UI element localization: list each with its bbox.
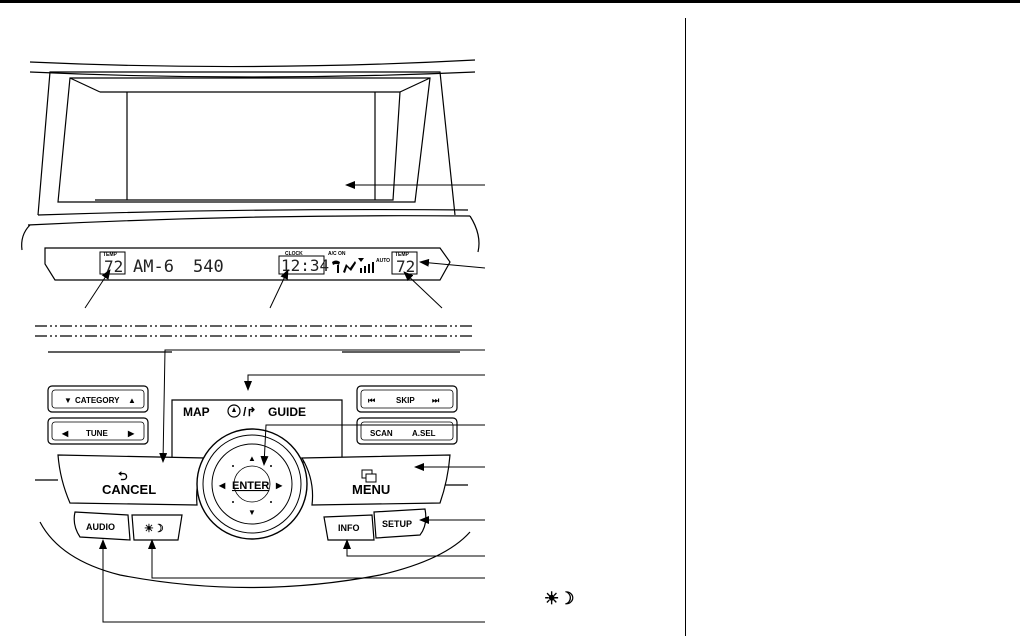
temp-left-label: TEMP	[103, 252, 118, 258]
skip-button[interactable]: ⏮ SKIP ⏭	[356, 385, 458, 413]
skip-back-icon: ⏮	[368, 396, 375, 405]
up-arrow-icon: ▲	[128, 396, 136, 405]
skip-label: SKIP	[396, 396, 415, 405]
dial-direction-dots	[232, 465, 272, 503]
category-label: CATEGORY	[75, 396, 120, 405]
dial-down-icon[interactable]: ▼	[248, 508, 256, 517]
setup-label: SETUP	[382, 519, 412, 529]
brightness-button[interactable]: ☀☽	[131, 514, 183, 541]
brightness-icon: ☀☽	[144, 523, 164, 535]
temp-right-value: 72	[396, 257, 415, 276]
auto-status: AUTO	[376, 258, 390, 264]
destination-icon	[227, 404, 241, 418]
temp-right-label: TEMP	[395, 252, 410, 258]
info-label: INFO	[338, 523, 360, 533]
audio-frequency: 540	[193, 257, 224, 277]
enter-label: ENTER	[232, 480, 269, 492]
page-divider	[685, 18, 686, 636]
map-label: MAP	[183, 405, 210, 419]
interface-dial[interactable]: ▲ ▼ ◀ ▶ ENTER	[196, 428, 308, 540]
left-arrow-icon: ◀	[61, 429, 69, 438]
scan-asel-button[interactable]: SCAN A.SEL	[356, 417, 458, 445]
audio-label: AUDIO	[86, 522, 115, 532]
ac-status: A/C ON	[328, 251, 346, 257]
scan-label: SCAN	[370, 429, 393, 438]
audio-band: AM-6	[133, 257, 174, 277]
cancel-label: CANCEL	[102, 482, 156, 497]
menu-button[interactable]: MENU	[300, 454, 451, 506]
guide-label: GUIDE	[268, 405, 306, 419]
tune-button[interactable]: ◀ TUNE ▶	[47, 417, 149, 445]
tune-label: TUNE	[86, 429, 108, 438]
clock-value: 12:34	[281, 256, 329, 275]
skip-forward-icon: ⏭	[432, 396, 440, 405]
callout-lines	[84, 181, 486, 623]
right-arrow-icon: ▶	[127, 429, 135, 438]
dial-left-icon[interactable]: ◀	[218, 481, 226, 490]
asel-label: A.SEL	[412, 429, 436, 438]
audio-button[interactable]: AUDIO	[73, 511, 131, 541]
category-button[interactable]: ▼ CATEGORY ▲	[47, 385, 149, 413]
cancel-button[interactable]: ⮌ CANCEL	[57, 454, 206, 506]
temp-left-box	[99, 251, 126, 275]
info-button[interactable]: INFO	[323, 514, 375, 541]
back-arrow-icon: ⮌	[118, 469, 128, 483]
control-panel-housing	[35, 351, 471, 589]
down-arrow-icon: ▼	[64, 396, 72, 405]
temp-left-value: 72	[104, 257, 123, 276]
menu-label: MENU	[352, 482, 390, 497]
top-rule	[0, 0, 1020, 3]
brightness-reference-icon: ☀☽	[544, 589, 574, 608]
fan-speed-icon	[358, 258, 374, 273]
dial-right-icon[interactable]: ▶	[275, 481, 283, 490]
dashboard-housing	[21, 59, 480, 253]
fan-mode-icon	[332, 260, 356, 273]
setup-button[interactable]: SETUP	[373, 508, 427, 539]
clock-box	[278, 255, 325, 275]
clock-label: CLOCK	[285, 251, 303, 257]
lcd-display-panel: TEMP 72 AM-6 540 CLOCK 12:34 A/C ON AUTO…	[44, 247, 451, 281]
cut-line	[35, 325, 472, 337]
navigation-screen	[57, 77, 431, 203]
route-icon: /↱	[243, 405, 256, 419]
dial-up-icon[interactable]: ▲	[248, 454, 256, 463]
